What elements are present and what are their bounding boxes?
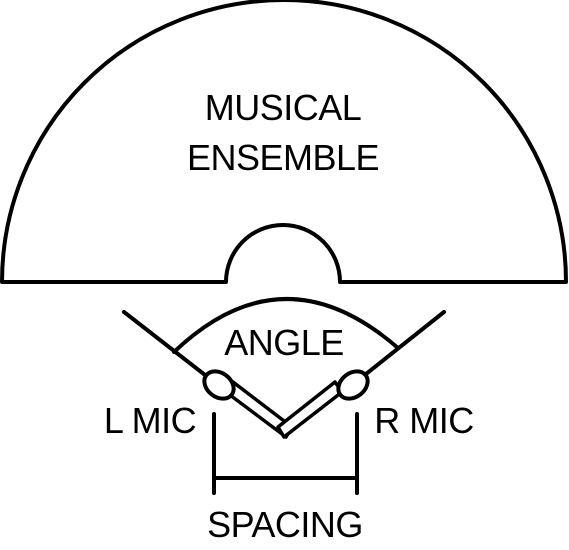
left-mic-icon bbox=[202, 369, 294, 439]
ensemble-label-line1: MUSICAL bbox=[205, 87, 362, 128]
angle-line-left bbox=[122, 310, 216, 384]
spacing-bracket bbox=[212, 412, 359, 495]
angle-arc bbox=[172, 297, 400, 354]
right-mic-icon bbox=[276, 369, 370, 439]
angle-label: ANGLE bbox=[224, 322, 344, 363]
right-mic-label: R MIC bbox=[374, 400, 474, 441]
left-mic-label: L MIC bbox=[104, 400, 196, 441]
angle-line-right bbox=[354, 310, 446, 384]
spacing-label: SPACING bbox=[207, 504, 363, 545]
ensemble-outline bbox=[0, 0, 568, 284]
ensemble-label-line2: ENSEMBLE bbox=[187, 137, 379, 178]
